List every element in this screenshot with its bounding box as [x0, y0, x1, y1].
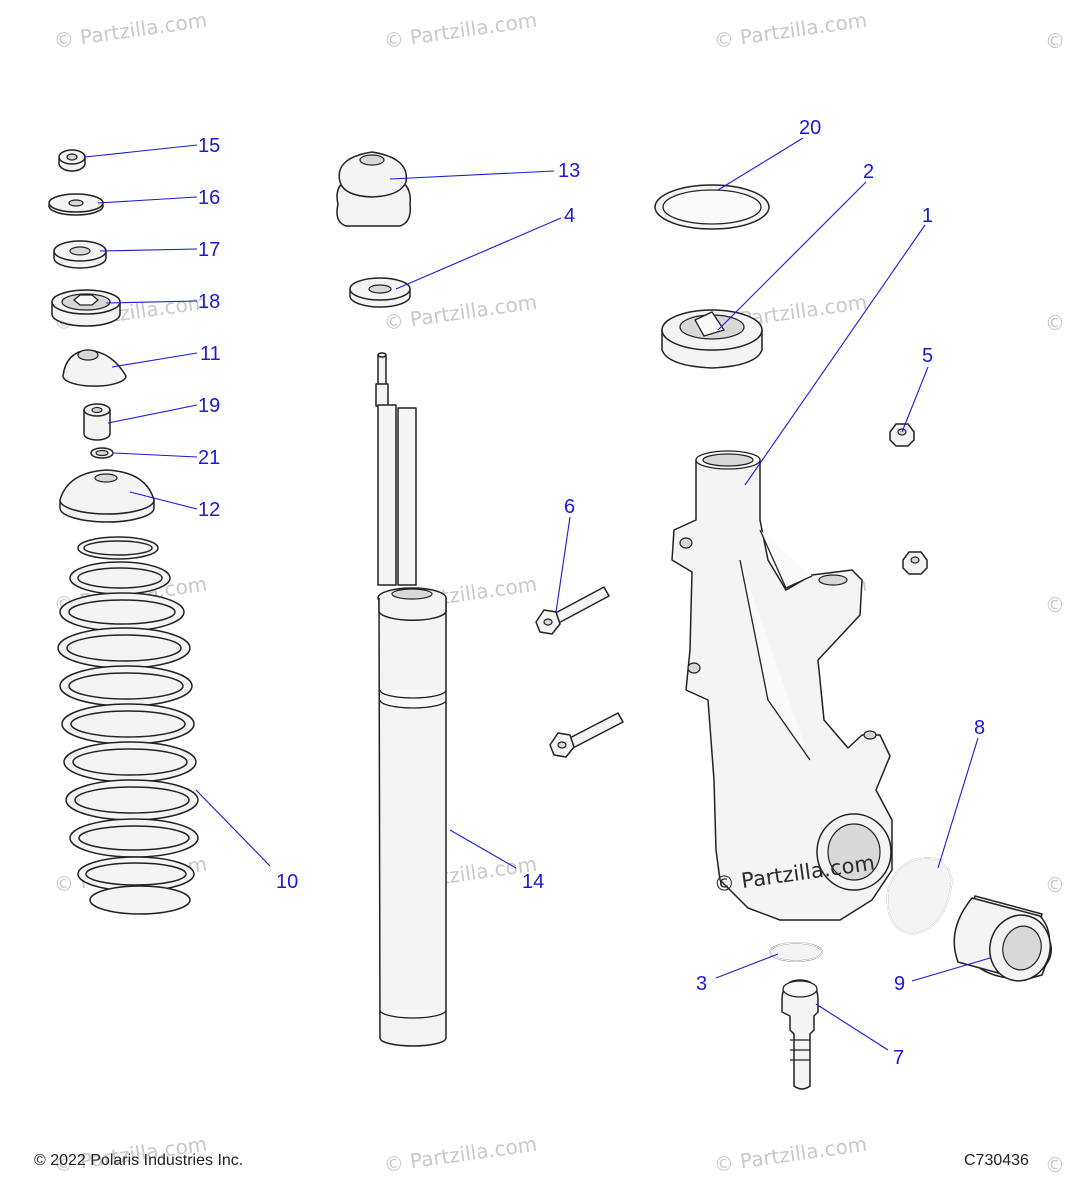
leader-lines	[84, 137, 991, 1051]
part-12-spring-seat[interactable]	[59, 469, 155, 523]
footer-copyright: © 2022 Polaris Industries Inc.	[34, 1152, 244, 1169]
callout-6: 6	[564, 496, 575, 518]
part-1-knuckle[interactable]	[671, 450, 893, 921]
callout-13: 13	[558, 160, 580, 182]
part-16-washer[interactable]	[48, 193, 104, 216]
part-11-cup[interactable]	[62, 349, 127, 387]
part-13-bump-stop[interactable]	[336, 151, 412, 227]
callout-5: 5	[922, 345, 933, 367]
part-20-ring[interactable]	[654, 184, 770, 230]
part-14-shock-absorber[interactable]	[375, 352, 447, 1047]
callout-19: 19	[198, 395, 220, 417]
callout-16: 16	[198, 187, 220, 209]
part-5-nut-lower[interactable]	[902, 551, 928, 575]
part-18-isolator[interactable]	[51, 289, 121, 327]
callout-2: 2	[863, 161, 874, 183]
callout-17: 17	[198, 239, 220, 261]
watermark-edge: ©	[1045, 1153, 1065, 1177]
callout-3: 3	[696, 973, 707, 995]
part-15-nut[interactable]	[58, 149, 86, 172]
callout-20: 20	[799, 117, 821, 139]
part-10-coil-spring[interactable]	[57, 536, 199, 915]
callout-14: 14	[522, 871, 544, 893]
callout-21: 21	[198, 447, 220, 469]
callout-11: 11	[200, 343, 221, 365]
part-2-seat[interactable]	[661, 309, 763, 369]
watermark-edge: ©	[1045, 29, 1065, 53]
callout-12: 12	[198, 499, 220, 521]
callout-8: 8	[974, 717, 985, 739]
part-7-ball-joint[interactable]	[781, 979, 819, 1090]
part-8-snap-ring[interactable]	[886, 857, 953, 935]
callout-18: 18	[198, 291, 220, 313]
watermark: © Partzilla.com	[382, 1132, 538, 1177]
callout-15: 15	[198, 135, 220, 157]
part-3-circlip[interactable]	[769, 942, 823, 962]
footer-diagram-code: C730436	[964, 1152, 1029, 1169]
watermark: © Partzilla.com	[712, 1132, 868, 1177]
callout-1: 1	[922, 205, 933, 227]
callout-10: 10	[276, 871, 298, 893]
watermark: © Partzilla.com	[52, 8, 208, 53]
part-5-nut-upper[interactable]	[889, 423, 915, 447]
part-6-bolt-lower[interactable]	[549, 712, 624, 758]
callout-7: 7	[893, 1047, 904, 1069]
part-21-ring[interactable]	[90, 447, 114, 459]
part-17-washer[interactable]	[53, 240, 107, 269]
callouts: 15 16 17 18 11 19 21 12 10 13 4 14 20 2 …	[198, 117, 985, 1069]
watermark-edge: ©	[1045, 311, 1065, 335]
watermark: © Partzilla.com	[382, 8, 538, 53]
watermark-edge: ©	[1045, 593, 1065, 617]
callout-9: 9	[894, 973, 905, 995]
watermark: © Partzilla.com	[712, 8, 868, 53]
callout-4: 4	[564, 205, 575, 227]
part-4-washer[interactable]	[349, 277, 411, 308]
watermark-edge: ©	[1045, 873, 1065, 897]
part-19-spacer[interactable]	[83, 403, 111, 441]
part-6-bolt-upper[interactable]	[535, 586, 610, 635]
part-9-bearing[interactable]	[953, 895, 1059, 988]
